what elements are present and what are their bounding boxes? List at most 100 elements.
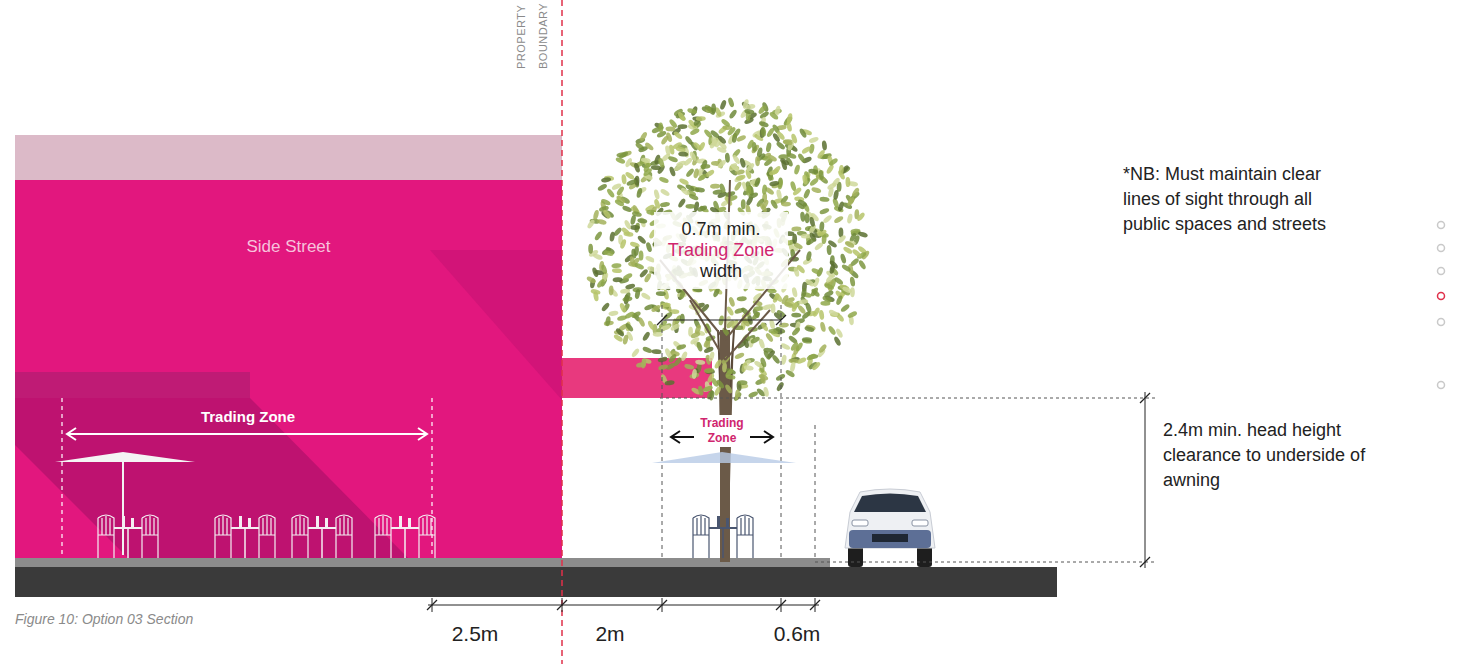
tree-leaf bbox=[744, 108, 755, 114]
callout-box: 0.7m min.Trading Zonewidth bbox=[654, 212, 788, 289]
tree-leaf bbox=[725, 153, 731, 163]
tree-leaf bbox=[608, 310, 619, 316]
tree-leaf bbox=[833, 189, 840, 200]
tree-leaf bbox=[737, 380, 747, 385]
tree-leaf bbox=[805, 213, 810, 223]
table-leg bbox=[127, 528, 129, 558]
tree-leaf bbox=[825, 273, 835, 284]
tree-leaf bbox=[771, 354, 781, 365]
tree-leaf bbox=[745, 162, 755, 173]
tree-leaf bbox=[695, 187, 706, 193]
tree-leaf bbox=[697, 385, 704, 396]
tree-leaf bbox=[804, 326, 815, 333]
tree-leaf bbox=[619, 238, 627, 249]
tree-leaf bbox=[763, 386, 770, 397]
tree-leaf bbox=[856, 211, 866, 222]
tree-leaf bbox=[706, 373, 715, 384]
car-bumper bbox=[849, 530, 931, 548]
tree-leaf bbox=[685, 167, 695, 178]
chair bbox=[693, 515, 709, 558]
tree-leaf bbox=[696, 341, 704, 352]
tree-leaf bbox=[657, 356, 668, 363]
car-headlight bbox=[852, 520, 868, 526]
page-nav-dots bbox=[1438, 222, 1445, 389]
tree-leaf bbox=[710, 183, 720, 188]
tree-leaf bbox=[621, 174, 627, 184]
tree-leaf bbox=[837, 201, 845, 212]
tree-leaf bbox=[806, 353, 817, 362]
tree-leaf bbox=[724, 383, 733, 394]
tree-leaf bbox=[668, 353, 678, 364]
tree-leaf bbox=[592, 209, 599, 220]
tree-leaf bbox=[790, 133, 798, 144]
tree-leaf bbox=[809, 216, 816, 227]
tree-leaf bbox=[732, 128, 741, 139]
tree-leaf bbox=[833, 215, 844, 224]
zone-label: Trading Zone bbox=[148, 408, 348, 425]
tree-leaf bbox=[644, 141, 655, 151]
tree-leaf bbox=[624, 311, 635, 320]
dimension-label: 2.5m bbox=[445, 622, 505, 646]
tree-leaf bbox=[791, 313, 801, 318]
tree-leaf bbox=[667, 155, 678, 163]
tree-leaf bbox=[645, 242, 653, 253]
table-leg bbox=[722, 528, 724, 558]
tree-leaf bbox=[760, 126, 766, 137]
tree-leaf bbox=[624, 322, 634, 333]
note-text: *NB: Must maintain clear lines of sight … bbox=[1123, 162, 1328, 237]
nav-dot bbox=[1438, 268, 1445, 275]
tree-leaf bbox=[840, 303, 851, 313]
witness-line bbox=[781, 305, 782, 560]
tree-leaf bbox=[847, 310, 858, 319]
tree-leaf bbox=[851, 248, 862, 258]
tree-leaf bbox=[818, 170, 824, 181]
witness-line bbox=[432, 598, 433, 612]
tree-leaf bbox=[640, 157, 651, 164]
tree-leaf bbox=[745, 104, 756, 110]
tree-leaf bbox=[781, 160, 788, 171]
chair bbox=[259, 515, 275, 558]
tree-leaf bbox=[743, 365, 754, 371]
tree-leaf bbox=[644, 303, 655, 311]
bottle bbox=[399, 516, 402, 528]
tree-leaf bbox=[741, 199, 746, 209]
nav-dot bbox=[1438, 319, 1445, 326]
tree-leaf bbox=[639, 251, 644, 261]
tree-leaf bbox=[689, 127, 700, 136]
tree-leaf bbox=[601, 177, 612, 183]
chair bbox=[737, 515, 753, 558]
tree-leaf bbox=[828, 157, 839, 167]
tree-leaf bbox=[757, 104, 767, 115]
tree-leaf bbox=[673, 130, 684, 140]
cafe-furniture bbox=[693, 515, 753, 558]
tree-leaf bbox=[651, 349, 661, 354]
tree-leaf bbox=[630, 214, 637, 225]
tree-leaf bbox=[802, 337, 812, 342]
tree-leaf bbox=[629, 241, 640, 249]
tree-leaf bbox=[809, 177, 820, 187]
tree-leaf bbox=[829, 263, 836, 274]
tree-leaf bbox=[733, 181, 742, 192]
tree-leaf bbox=[593, 291, 600, 302]
tree-leaf bbox=[673, 163, 684, 172]
tree-leaf bbox=[670, 323, 681, 332]
tree-leaf bbox=[685, 204, 695, 209]
boundary-label: PROPERTY BOUNDARY bbox=[510, 3, 554, 69]
tree-leaf bbox=[812, 307, 821, 318]
umbrella-canopy bbox=[652, 452, 796, 463]
chair bbox=[292, 515, 308, 558]
cast-shadow bbox=[430, 250, 562, 400]
tree-leaf bbox=[819, 221, 825, 231]
tree-leaf bbox=[746, 186, 751, 196]
tree-leaf bbox=[857, 231, 868, 239]
tree-leaf bbox=[664, 380, 674, 386]
tree-leaf bbox=[696, 116, 706, 121]
tree-leaf bbox=[786, 152, 797, 160]
tree-leaf bbox=[680, 314, 685, 324]
tree-leaf bbox=[660, 135, 670, 146]
tree-leaf bbox=[828, 309, 839, 318]
tree-leaf bbox=[658, 122, 663, 132]
tree-leaf bbox=[769, 180, 780, 186]
umbrella-pole bbox=[122, 460, 124, 555]
tree-leaf bbox=[660, 201, 671, 207]
